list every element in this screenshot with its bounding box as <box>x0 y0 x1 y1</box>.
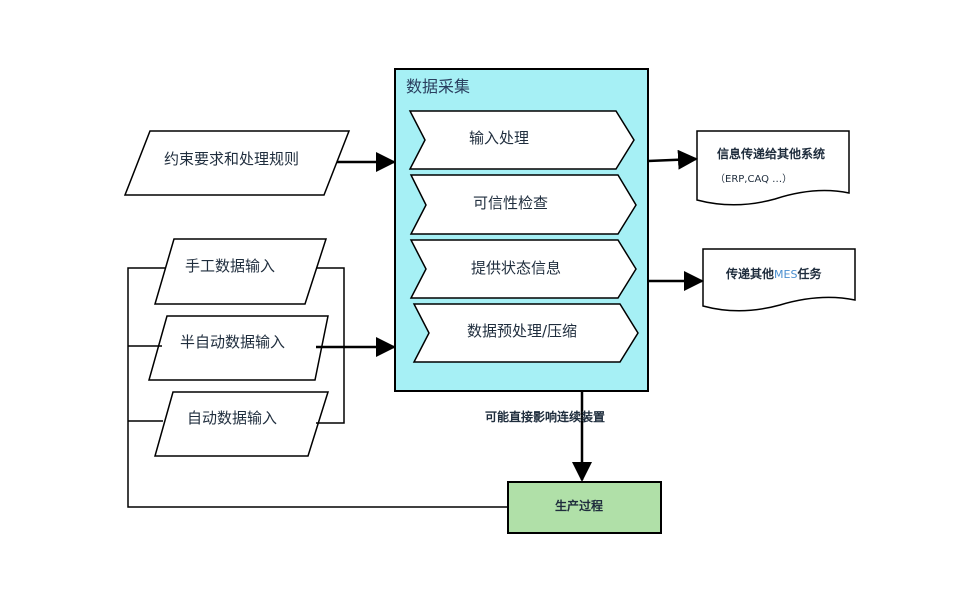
semi-auto-input-parallelogram <box>148 315 329 381</box>
step-chevron-status-info <box>409 239 637 299</box>
step-chevron-input-processing <box>408 110 635 170</box>
mes-label: 传递其他MES任务 <box>726 267 822 281</box>
other-systems-label: 信息传递给其他系统 <box>717 147 826 161</box>
production-process-label: 生产过程 <box>555 499 604 513</box>
semi-auto-input-label: 半自动数据输入 <box>180 333 286 351</box>
constraints-label: 约束要求和处理规则 <box>164 150 300 168</box>
step-label-input-processing: 输入处理 <box>469 129 530 147</box>
manual-input-parallelogram <box>153 238 328 305</box>
step-chevron-preprocess-compress <box>412 303 639 363</box>
mes-code: MES <box>774 268 798 281</box>
manual-input-label: 手工数据输入 <box>185 257 276 275</box>
auto-input-label: 自动数据输入 <box>187 409 278 427</box>
step-label-status-info: 提供状态信息 <box>471 259 562 277</box>
mes-document <box>702 248 856 312</box>
data-collection-title: 数据采集 <box>406 77 471 96</box>
auto-input-parallelogram <box>154 391 330 457</box>
output-arrow-other-systems <box>647 149 698 170</box>
step-label-plausibility-check: 可信性检查 <box>473 194 549 212</box>
production-process-box <box>507 481 662 534</box>
other-systems-document <box>696 130 850 206</box>
step-chevron-plausibility-check <box>409 174 637 235</box>
constraints-parallelogram <box>123 130 351 196</box>
feedback-loop-line <box>127 267 508 508</box>
link-label: 可能直接影响连续装置 <box>485 410 606 424</box>
step-label-preprocess-compress: 数据预处理/压缩 <box>467 322 578 340</box>
input-bracket-right <box>316 267 345 424</box>
other-systems-note: （ERP,CAQ …） <box>715 174 793 185</box>
